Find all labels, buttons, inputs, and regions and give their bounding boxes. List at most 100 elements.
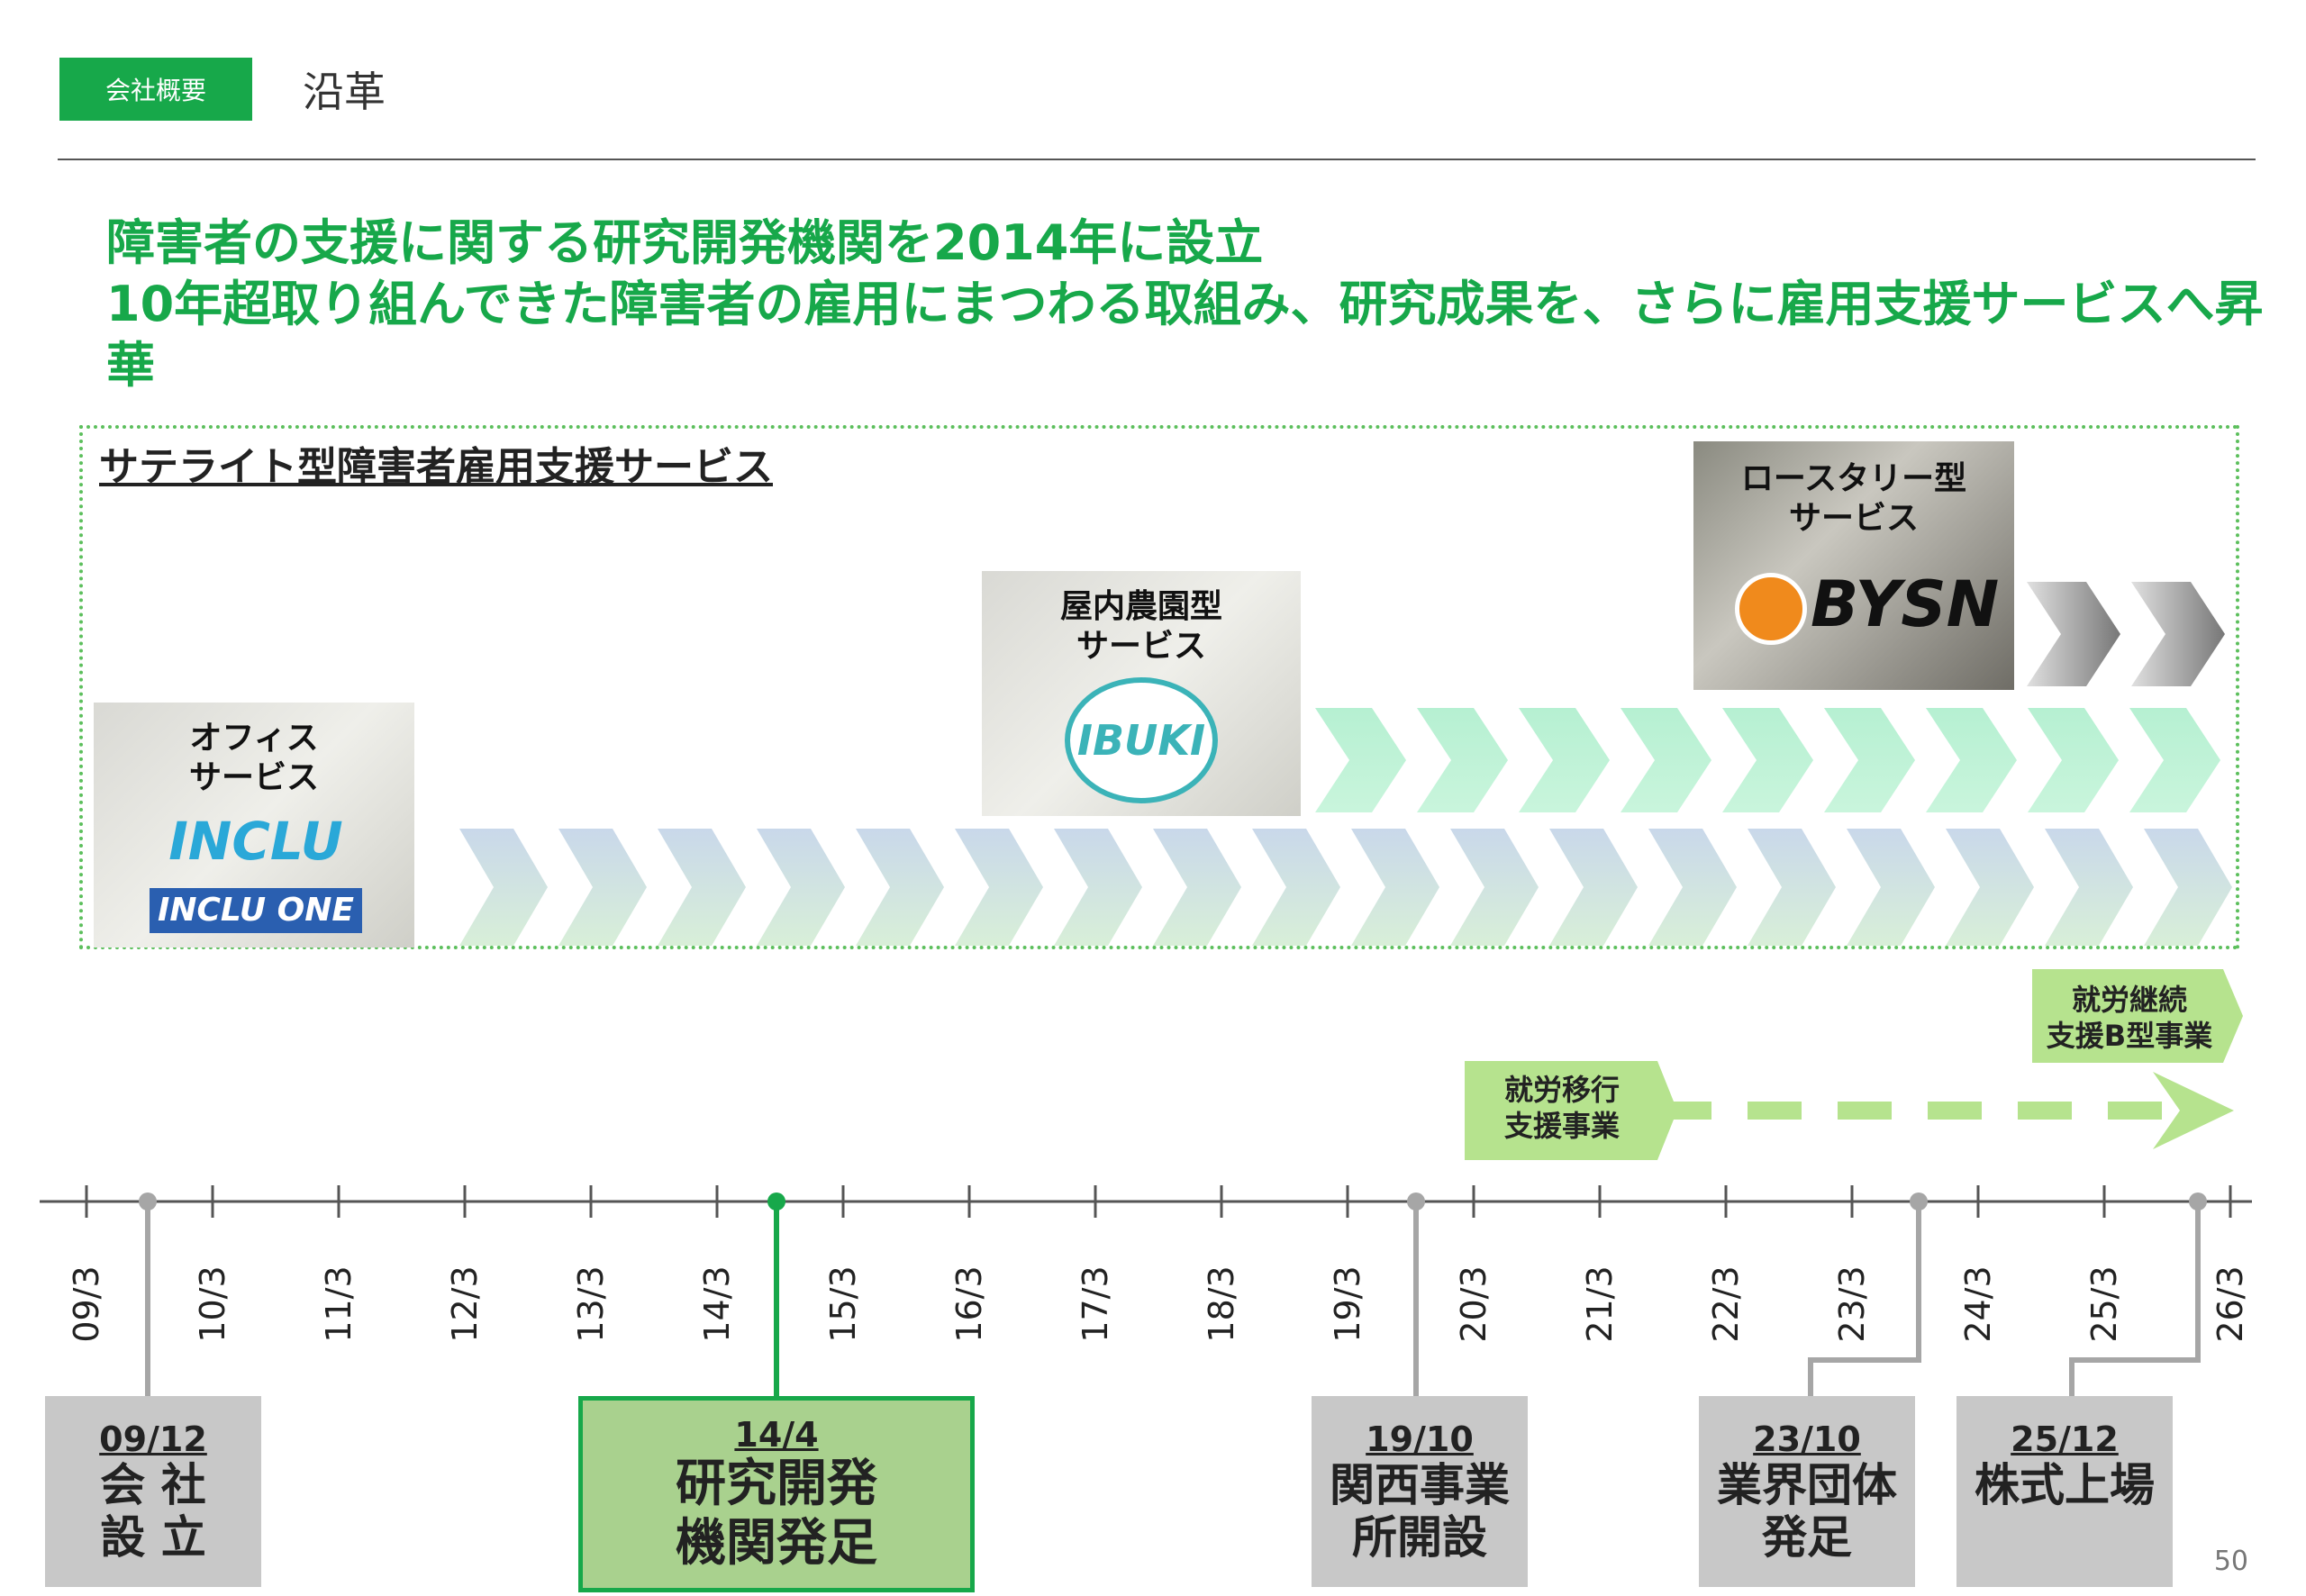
chevron-blue-icon — [459, 829, 548, 946]
chevron-blue-icon — [1153, 829, 1241, 946]
chevron-blue-icon — [1748, 829, 1836, 946]
event-text-1: 業界団体 — [1717, 1459, 1897, 1511]
chevron-blue-icon — [558, 829, 647, 946]
page-title: 沿革 — [303, 68, 386, 116]
timeline-tick-label: 15/3 — [823, 1265, 863, 1343]
event-text-1: 関西事業 — [1330, 1459, 1510, 1511]
event-date: 25/12 — [2011, 1419, 2119, 1459]
inclu-logo: INCLU — [168, 811, 343, 872]
chevron-green-icon — [1315, 708, 1406, 812]
timeline-tick-label: 21/3 — [1580, 1265, 1620, 1343]
headline-line-1: 障害者の支援に関する研究開発機関を2014年に設立 — [106, 214, 1264, 271]
transition-label-1: 就労移行 — [1503, 1073, 1620, 1107]
event-text-1: 研究開発 — [676, 1455, 877, 1513]
timeline-tick-label: 10/3 — [193, 1265, 232, 1343]
chevron-blue-icon — [1549, 829, 1638, 946]
timeline-ticks — [85, 1185, 2232, 1218]
farm-service-chevrons — [1315, 708, 2220, 812]
event-date: 23/10 — [1753, 1419, 1861, 1459]
chevron-green-icon — [1722, 708, 1813, 812]
chevron-blue-icon — [955, 829, 1043, 946]
office-service-label-2: サービス — [188, 759, 319, 796]
event-stock-listing: 25/12 株式上場 — [1956, 1396, 2173, 1587]
timeline-tick-label: 17/3 — [1076, 1265, 1115, 1343]
chevron-green-icon — [2028, 708, 2119, 812]
timeline-tick-label: 20/3 — [1454, 1265, 1493, 1343]
satellite-services-title: サテライト型障害者雇用支援サービス — [99, 444, 773, 490]
headline: 障害者の支援に関する研究開発機関を2014年に設立 10年超取り組んできた障害者… — [106, 213, 2306, 396]
office-service-image: オフィス サービス INCLU INCLU ONE — [94, 703, 414, 948]
roastery-service-chevrons — [2027, 582, 2225, 686]
timeline-tick-label: 25/3 — [2084, 1265, 2124, 1343]
headline-line-2: 10年超取り組んできた障害者の雇用にまつわる取組み、研究成果を、さらに雇用支援サ… — [106, 276, 2264, 394]
timeline-tick-label: 16/3 — [949, 1265, 989, 1343]
timeline-tick-label: 24/3 — [1958, 1265, 1998, 1343]
transition-label-2: 支援事業 — [1503, 1109, 1620, 1143]
satellite-services-frame — [79, 425, 2239, 949]
event-research-institute: 14/4 研究開発 機関発足 — [578, 1396, 975, 1592]
chevron-blue-icon — [1946, 829, 2034, 946]
transition-support-label: 就労移行 支援事業 — [1465, 1072, 1659, 1144]
event-text-2: 設 立 — [100, 1511, 206, 1564]
inclu-one-logo: INCLU ONE — [150, 888, 362, 933]
chevron-green-icon — [1824, 708, 1915, 812]
continuation-label-2: 支援B型事業 — [2046, 1019, 2213, 1053]
farm-service-label-1: 屋内農園型 — [1059, 588, 1222, 625]
chevron-blue-icon — [757, 829, 845, 946]
event-connectors — [139, 1192, 2207, 1396]
continuation-label-1: 就労継続 — [2071, 983, 2187, 1017]
timeline-tick-label: 11/3 — [319, 1265, 359, 1343]
event-text-1: 会 社 — [100, 1459, 206, 1511]
ibuki-logo: IBUKI — [1065, 677, 1218, 803]
farm-service-label-2: サービス — [1076, 628, 1206, 665]
section-tag: 会社概要 — [59, 58, 252, 121]
timeline-tick-label: 09/3 — [67, 1265, 106, 1343]
chevron-blue-icon — [2144, 829, 2232, 946]
event-text-2: 機関発足 — [676, 1514, 877, 1573]
chevron-gray-icon — [2027, 582, 2120, 686]
roastery-service-label-2: サービス — [1788, 500, 1919, 537]
timeline-tick-label: 14/3 — [697, 1265, 737, 1343]
event-company-founded: 09/12 会 社 設 立 — [45, 1396, 261, 1587]
farm-service-image: 屋内農園型 サービス IBUKI — [982, 571, 1301, 816]
page-number: 50 — [2213, 1546, 2248, 1577]
continuation-support-label: 就労継続 支援B型事業 — [2032, 982, 2227, 1054]
chevron-blue-icon — [658, 829, 746, 946]
employment-transition-arrow — [1657, 1072, 2234, 1149]
chevron-blue-icon — [1450, 829, 1539, 946]
timeline-tick-label: 19/3 — [1328, 1265, 1367, 1343]
chevron-blue-icon — [856, 829, 944, 946]
bysn-logo: BYSN — [1811, 567, 2000, 641]
event-date: 14/4 — [734, 1415, 819, 1455]
chevron-blue-icon — [1648, 829, 1737, 946]
header-divider — [58, 159, 2256, 160]
chevron-green-icon — [1621, 708, 1711, 812]
timeline-tick-label: 13/3 — [571, 1265, 611, 1343]
roastery-service-image: ロースタリー型 サービス BYSN — [1693, 441, 2014, 690]
chevron-green-icon — [1417, 708, 1508, 812]
roastery-service-label-1: ロースタリー型 — [1740, 460, 1967, 497]
event-industry-group: 23/10 業界団体 発足 — [1699, 1396, 1915, 1587]
continuation-arrow-shape — [2032, 969, 2243, 1063]
event-date: 09/12 — [99, 1419, 207, 1459]
timeline-tick-label: 26/3 — [2211, 1265, 2250, 1343]
timeline-tick-label: 22/3 — [1706, 1265, 1746, 1343]
chevron-blue-icon — [1252, 829, 1340, 946]
office-service-label-1: オフィス — [189, 720, 319, 757]
chevron-blue-icon — [1351, 829, 1439, 946]
chevron-blue-icon — [2045, 829, 2133, 946]
chevron-blue-icon — [1054, 829, 1142, 946]
event-text-2: 発足 — [1762, 1511, 1852, 1564]
event-text-2: 所開設 — [1352, 1511, 1487, 1564]
chevron-green-icon — [2129, 708, 2220, 812]
event-text-1: 株式上場 — [1975, 1459, 2155, 1511]
event-kansai-office: 19/10 関西事業 所開設 — [1312, 1396, 1528, 1587]
chevron-gray-icon — [2131, 582, 2225, 686]
timeline-tick-label: 23/3 — [1832, 1265, 1872, 1343]
chevron-green-icon — [1519, 708, 1610, 812]
timeline-tick-label: 18/3 — [1202, 1265, 1241, 1343]
event-date: 19/10 — [1366, 1419, 1474, 1459]
bysn-logo-mark-icon — [1735, 573, 1807, 645]
timeline-tick-label: 12/3 — [445, 1265, 485, 1343]
office-service-chevrons — [459, 829, 2232, 946]
